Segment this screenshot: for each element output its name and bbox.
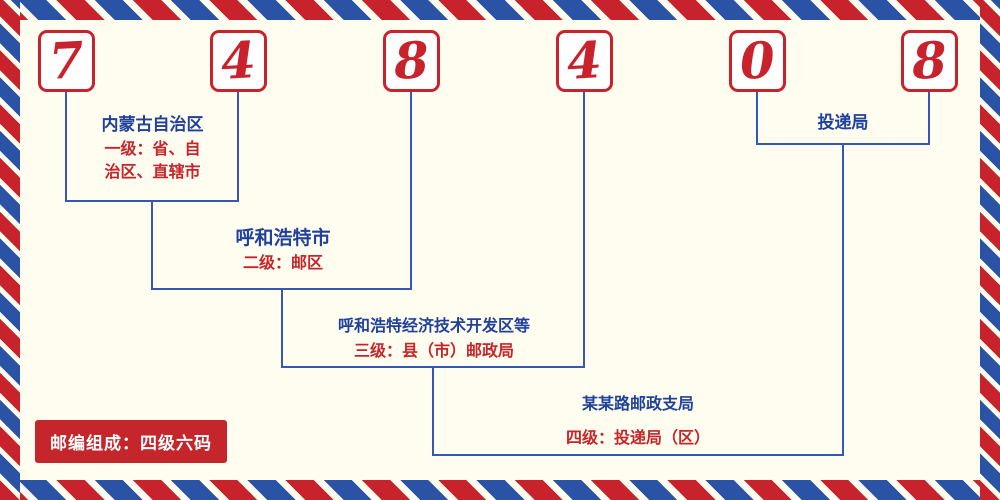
digit-box-3: 8 — [383, 30, 440, 92]
level1-desc-line1: 一级：省、自 — [104, 141, 201, 158]
digit-box-4: 4 — [556, 30, 613, 92]
digit-box-6: 8 — [901, 30, 958, 92]
connector-step3-down — [432, 366, 434, 456]
digit-2: 4 — [219, 30, 258, 91]
level3-name: 呼和浩特经济技术开发区等 — [337, 318, 530, 335]
level4-name: 某某路邮政支局 — [581, 396, 694, 413]
digit-box-5: 0 — [729, 30, 786, 92]
airmail-border-right — [980, 0, 1000, 500]
level1-label: 内蒙古自治区 一级：省、自 治区、直辖市 — [60, 112, 245, 184]
airmail-border-left — [0, 0, 20, 500]
connector-digit5-down — [756, 92, 758, 145]
level1-desc-line2: 治区、直辖市 — [104, 164, 201, 181]
connector-step1-down — [151, 200, 153, 290]
digit-3: 8 — [392, 30, 431, 91]
connector-digit2-down — [237, 92, 239, 202]
connector-step2-down — [281, 288, 283, 368]
level2-label: 呼和浩特市 二级：邮区 — [183, 226, 383, 275]
digit-4: 4 — [565, 30, 604, 91]
airmail-border-bottom — [0, 480, 1000, 500]
delivery-office-label: 投递局 — [817, 113, 869, 132]
postal-code-composition-badge: 邮编组成：四级六码 — [35, 420, 227, 463]
level1-name: 内蒙古自治区 — [101, 115, 204, 134]
level4-desc: 四级：投递局（区） — [565, 430, 710, 447]
level2-desc: 二级：邮区 — [242, 255, 323, 272]
connector-digit6-down — [928, 92, 930, 145]
digit-5: 0 — [738, 30, 777, 91]
connector-digit4-down — [583, 92, 585, 368]
digit-6: 8 — [910, 30, 949, 91]
connector-level4-bottom — [432, 454, 844, 456]
digit-box-1: 7 — [38, 30, 95, 92]
level2-name: 呼和浩特市 — [235, 228, 331, 249]
digit-box-2: 4 — [210, 30, 267, 92]
level3-label: 呼和浩特经济技术开发区等 三级：县（市）邮政局 — [284, 314, 584, 363]
digit-1: 7 — [47, 30, 86, 91]
connector-digit1-down — [65, 92, 67, 202]
connector-delivery-down — [842, 143, 844, 456]
level4-label: 某某路邮政支局 四级：投递局（区） — [488, 392, 788, 450]
connector-digit3-down — [410, 92, 412, 290]
level3-desc: 三级：县（市）邮政局 — [353, 343, 514, 360]
airmail-border-top — [0, 0, 1000, 20]
